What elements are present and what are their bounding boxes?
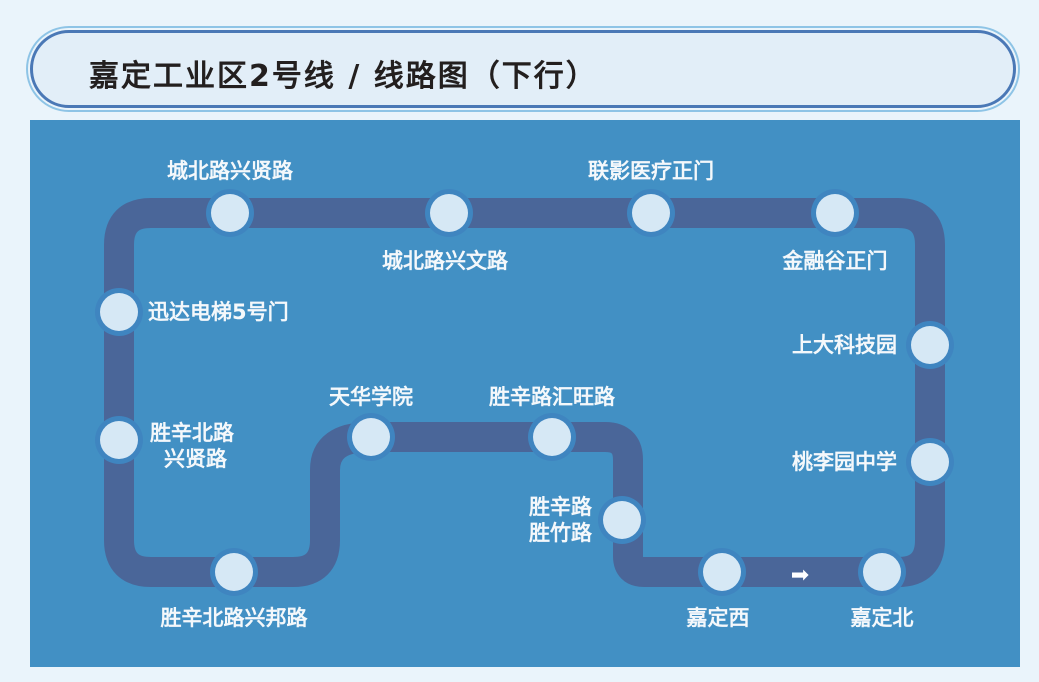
station-marker	[210, 548, 258, 596]
station-label: 嘉定西	[686, 606, 750, 630]
station-dot	[533, 418, 571, 456]
station-dot	[100, 421, 138, 459]
station-dot	[215, 553, 253, 591]
station-label: 迅达电梯5号门	[148, 300, 289, 324]
station-dot	[703, 553, 741, 591]
station-marker	[811, 189, 859, 237]
station-marker	[347, 413, 395, 461]
route-track	[104, 198, 945, 587]
station-label-line: 兴贤路	[164, 447, 227, 471]
station-label: 上大科技园	[792, 333, 897, 357]
station-label: 城北路兴文路	[382, 249, 508, 273]
station-marker	[425, 189, 473, 237]
page-title: 嘉定工业区2号线 / 线路图（下行）	[89, 59, 598, 94]
station-marker	[858, 548, 906, 596]
station-marker	[906, 321, 954, 369]
station-dot	[211, 194, 249, 232]
station-marker	[698, 548, 746, 596]
title-bar: 嘉定工业区2号线 / 线路图（下行）	[30, 30, 1016, 108]
station-dot	[911, 326, 949, 364]
station-dot	[632, 194, 670, 232]
station-dot	[100, 293, 138, 331]
station-dot	[911, 443, 949, 481]
station-marker	[95, 288, 143, 336]
station-label: 联影医疗正门	[588, 159, 714, 183]
station-label: 天华学院	[329, 385, 413, 409]
station-label: 桃李园中学	[792, 450, 897, 474]
station-marker	[206, 189, 254, 237]
station-label-line: 胜竹路	[529, 521, 592, 545]
station-label: 胜辛北路兴贤路	[150, 420, 234, 472]
station-label: 胜辛路汇旺路	[489, 385, 615, 409]
station-dot	[816, 194, 854, 232]
station-label-line: 胜辛路	[529, 495, 592, 519]
station-marker	[627, 189, 675, 237]
direction-arrow-icon: ➡	[791, 563, 809, 588]
station-label: 嘉定北	[850, 606, 914, 630]
station-label: 胜辛路胜竹路	[529, 494, 592, 546]
station-marker	[528, 413, 576, 461]
station-label: 城北路兴贤路	[167, 159, 293, 183]
station-marker	[906, 438, 954, 486]
station-dot	[352, 418, 390, 456]
station-dot	[603, 501, 641, 539]
station-label-line: 胜辛北路	[150, 421, 234, 445]
station-marker	[598, 496, 646, 544]
station-marker	[95, 416, 143, 464]
station-label: 金融谷正门	[782, 249, 888, 273]
station-dot	[430, 194, 468, 232]
station-dot	[863, 553, 901, 591]
station-label: 胜辛北路兴邦路	[160, 606, 308, 630]
